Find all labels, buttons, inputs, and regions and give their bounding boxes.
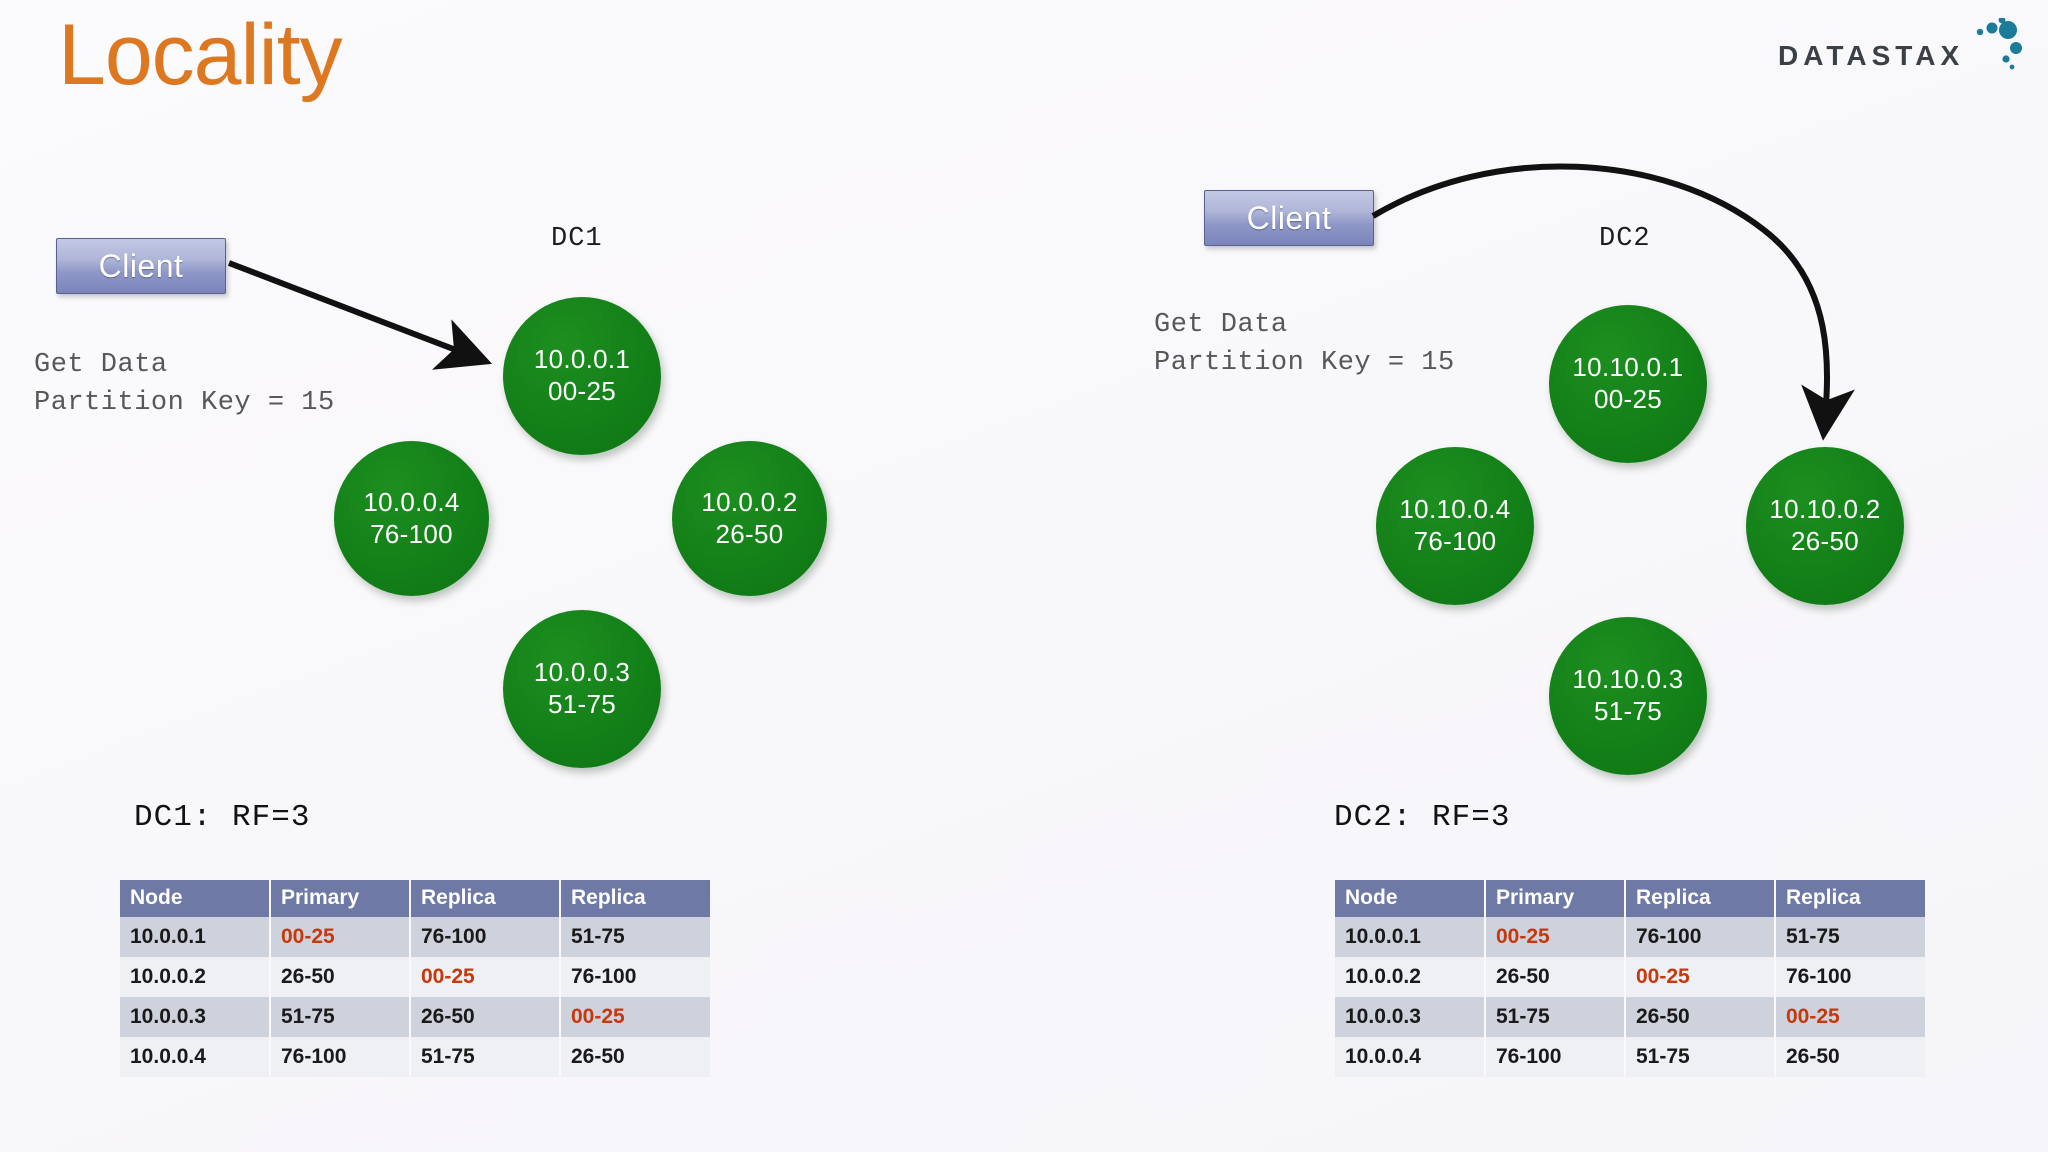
node-circle-dc2-left[interactable]: 10.10.0.4 76-100 <box>1376 447 1534 605</box>
table-cell-node: 10.0.0.3 <box>120 997 271 1037</box>
query-text-dc2: Get Data Partition Key = 15 <box>1154 310 1455 379</box>
node-circle-dc1-left[interactable]: 10.0.0.4 76-100 <box>334 441 489 596</box>
query-text-dc1: Get Data Partition Key = 15 <box>34 350 335 419</box>
table-cell-range: 26-50 <box>410 997 561 1037</box>
table-column-header: Node <box>120 880 271 917</box>
table-cell-range: 00-25 <box>1775 997 1925 1037</box>
table-cell-range: 51-75 <box>1625 1037 1776 1077</box>
table-cell-range: 76-100 <box>1625 917 1776 957</box>
table-column-header: Primary <box>270 880 411 917</box>
table-cell-range: 26-50 <box>1485 957 1626 997</box>
table-cell-range: 51-75 <box>1775 917 1925 957</box>
client-label-dc2: Client <box>1246 199 1332 236</box>
node-circle-dc1-right[interactable]: 10.0.0.2 26-50 <box>672 441 827 596</box>
table-cell-range: 76-100 <box>1485 1037 1626 1077</box>
table-cell-node: 10.0.0.2 <box>120 957 271 997</box>
rf-label-dc2: DC2: RF=3 <box>1334 800 1511 835</box>
table-cell-node: 10.0.0.4 <box>120 1037 271 1077</box>
table-cell-range: 00-25 <box>410 957 561 997</box>
datacenter-group-dc1: DC1 Client Get Data Partition Key = 15 1… <box>34 224 827 1077</box>
client-box-dc2[interactable]: Client <box>1204 190 1374 246</box>
table-cell-range: 51-75 <box>270 997 411 1037</box>
node-circle-dc2-bottom[interactable]: 10.10.0.3 51-75 <box>1549 617 1707 775</box>
node-circle-dc2-right[interactable]: 10.10.0.2 26-50 <box>1746 447 1904 605</box>
table-cell-range: 76-100 <box>410 917 561 957</box>
client-box-dc1[interactable]: Client <box>56 238 226 294</box>
table-cell-node: 10.0.0.2 <box>1335 957 1486 997</box>
table-cell-range: 51-75 <box>560 917 710 957</box>
node-range: 26-50 <box>1791 526 1859 556</box>
table-column-header: Replica <box>1625 880 1776 917</box>
node-ip: 10.10.0.2 <box>1769 494 1881 525</box>
table-cell-range: 26-50 <box>270 957 411 997</box>
node-ip: 10.10.0.3 <box>1572 664 1684 695</box>
node-range: 76-100 <box>370 518 453 549</box>
table-cell-node: 10.0.0.1 <box>120 917 271 957</box>
node-circle-dc2-top[interactable]: 10.10.0.1 00-25 <box>1549 305 1707 463</box>
dc-label-dc1: DC1 <box>551 224 603 254</box>
table-cell-range: 26-50 <box>1775 1037 1925 1077</box>
table-cell-range: 00-25 <box>1485 917 1626 957</box>
node-ip: 10.0.0.3 <box>533 657 631 688</box>
node-circle-dc1-top[interactable]: 10.0.0.1 00-25 <box>503 297 661 455</box>
table-cell-range: 00-25 <box>270 917 411 957</box>
node-ip: 10.10.0.4 <box>1399 494 1511 525</box>
dc-label-dc2: DC2 <box>1599 224 1651 254</box>
node-ip: 10.0.0.4 <box>363 486 460 517</box>
table-column-header: Primary <box>1485 880 1626 917</box>
node-range: 26-50 <box>715 518 784 549</box>
table-column-header: Replica <box>1775 880 1925 917</box>
datacenter-group-dc2: DC2 Client Get Data Partition Key = 15 1… <box>1024 0 2048 1152</box>
node-range: 51-75 <box>1594 696 1662 726</box>
node-ip: 10.0.0.2 <box>701 486 798 517</box>
table-cell-range: 76-100 <box>1775 957 1925 997</box>
table-cell-node: 10.0.0.3 <box>1335 997 1486 1037</box>
table-column-header: Replica <box>560 880 710 917</box>
table-cell-range: 76-100 <box>270 1037 411 1077</box>
logo-dots-icon <box>1976 18 2022 70</box>
table-cell-node: 10.0.0.4 <box>1335 1037 1486 1077</box>
table-cell-node: 10.0.0.1 <box>1335 917 1486 957</box>
table-cell-range: 76-100 <box>560 957 710 997</box>
table-cell-range: 26-50 <box>560 1037 710 1077</box>
table-cell-range: 26-50 <box>1625 997 1776 1037</box>
node-ip: 10.10.0.1 <box>1572 352 1684 383</box>
table-cell-range: 51-75 <box>1485 997 1626 1037</box>
node-range: 00-25 <box>548 376 616 406</box>
node-range: 51-75 <box>548 689 616 719</box>
node-range: 76-100 <box>1413 526 1497 556</box>
datastax-logo: DATASTAX <box>1778 18 2026 80</box>
rf-label-dc1: DC1: RF=3 <box>134 800 311 835</box>
table-cell-range: 00-25 <box>1625 957 1776 997</box>
page-title: Locality <box>58 7 343 103</box>
table-column-header: Node <box>1335 880 1486 917</box>
node-circle-dc1-bottom[interactable]: 10.0.0.3 51-75 <box>503 610 661 768</box>
table-cell-range: 51-75 <box>410 1037 561 1077</box>
logo-wordmark: DATASTAX <box>1778 40 1965 71</box>
table-column-header: Replica <box>410 880 561 917</box>
table-cell-range: 00-25 <box>560 997 710 1037</box>
client-label-dc1: Client <box>98 247 184 284</box>
node-range: 00-25 <box>1594 384 1662 414</box>
node-ip: 10.0.0.1 <box>533 344 631 375</box>
